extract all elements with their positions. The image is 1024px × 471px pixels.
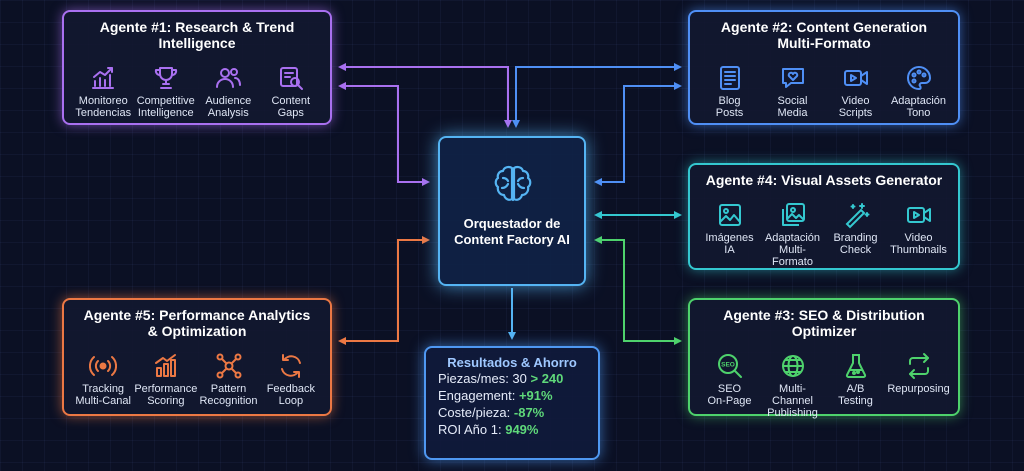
flask-icon: [845, 354, 866, 378]
agent4-item-label: Video Thumbnails: [890, 232, 947, 256]
palette-icon: [906, 65, 931, 91]
agent1-box: Agente #1: Research & Trend Intelligence…: [62, 10, 332, 125]
seo-magnifier-icon: SEO: [717, 354, 742, 378]
repeat-icon: [908, 353, 929, 379]
arrow-agent3-orchestrator: [594, 236, 682, 345]
agent4-item-thumbnails: Video Thumbnails: [887, 201, 950, 268]
broadcast-icon: [89, 356, 118, 376]
results-row: Coste/pieza: -87%: [426, 404, 598, 421]
agent4-box: Agente #4: Visual Assets Generator Imáge…: [688, 163, 960, 270]
agent2-item-label: Social Media: [777, 95, 808, 119]
agent2-item-label: Video Scripts: [838, 95, 873, 119]
users-icon: [216, 68, 242, 88]
svg-text:SEO: SEO: [721, 362, 735, 369]
trophy-icon: [154, 67, 177, 89]
agent2-item-blog: Blog Posts: [698, 64, 761, 119]
agent1-item-monitoreo: Monitoreo Tendencias: [72, 64, 135, 119]
results-row-value: +91%: [518, 388, 553, 403]
results-row: Engagement: +91%: [426, 387, 598, 404]
orchestrator-title: Orquestador de Content Factory AI: [454, 216, 570, 247]
agent3-title: Agente #3: SEO & Distribution Optimizer: [723, 307, 925, 339]
results-row-label: Engagement:: [438, 388, 516, 403]
agent5-item-pattern: Pattern Recognition: [197, 352, 259, 407]
arrow-agent1-orchestrator-top: [338, 63, 512, 128]
agent2-item-tono: Adaptación Tono: [887, 64, 950, 119]
agent1-item-gaps: Content Gaps: [260, 64, 323, 119]
agent5-item-feedback: Feedback Loop: [260, 352, 322, 407]
arrow-agent2-orchestrator-top: [512, 63, 682, 128]
arrow-agent2-orchestrator-side: [594, 82, 682, 186]
image-icon: [718, 204, 741, 226]
results-row-value: > 240: [530, 371, 564, 386]
globe-icon: [781, 355, 804, 377]
agent5-item-label: Pattern Recognition: [199, 383, 258, 407]
agent1-item-label: Content Gaps: [271, 95, 311, 119]
agent3-item-label: SEO On-Page: [707, 383, 752, 407]
arrow-agent1-orchestrator-side: [338, 82, 430, 186]
agent2-item-label: Blog Posts: [715, 95, 744, 119]
agent4-title: Agente #4: Visual Assets Generator: [705, 172, 943, 188]
agent3-item-label: Repurposing: [887, 383, 950, 395]
agent5-item-label: Tracking Multi-Canal: [75, 383, 131, 407]
video-camera-icon: [843, 70, 868, 86]
trend-chart-icon: [92, 67, 115, 89]
agent3-item-label: Multi-Channel Publishing: [767, 383, 818, 419]
agent2-item-social: Social Media: [761, 64, 824, 119]
results-row: ROI Año 1: 949%: [426, 421, 598, 438]
article-icon: [719, 66, 740, 90]
agent1-item-audience: Audience Analysis: [197, 64, 260, 119]
search-document-icon: [279, 67, 303, 90]
arrow-agent5-orchestrator: [338, 236, 430, 345]
agent4-item-label: Branding Check: [833, 232, 878, 256]
agent4-item-label: Adaptación Multi-Formato: [764, 232, 821, 268]
video-camera-icon: [906, 207, 931, 223]
results-row-label: ROI Año 1:: [438, 422, 502, 437]
agent1-title: Agente #1: Research & Trend Intelligence: [99, 19, 295, 51]
agent2-title: Agente #2: Content Generation Multi-Form…: [720, 19, 928, 51]
agent1-item-label: Audience Analysis: [205, 95, 252, 119]
results-row-label: Coste/pieza:: [438, 405, 511, 420]
images-stack-icon: [781, 203, 805, 226]
results-row-value: -87%: [513, 405, 545, 420]
heart-chat-icon: [781, 68, 804, 88]
agent5-item-label: Performance Scoring: [134, 383, 198, 407]
results-title: Resultados & Ahorro: [447, 355, 577, 370]
agent4-item-adaptacion: Adaptación Multi-Formato: [761, 201, 824, 268]
agent5-item-tracking: Tracking Multi-Canal: [72, 352, 134, 407]
agent4-item-branding: Branding Check: [824, 201, 887, 268]
agent3-item-publishing: Multi-Channel Publishing: [761, 352, 824, 419]
results-row: Piezas/mes: 30 > 240: [426, 370, 598, 387]
bar-chart-icon: [154, 354, 176, 377]
agent2-box: Agente #2: Content Generation Multi-Form…: [688, 10, 960, 125]
results-box: Resultados & Ahorro Piezas/mes: 30 > 240…: [424, 346, 600, 460]
results-row-value: 949%: [505, 422, 539, 437]
agent4-item-label: Imágenes IA: [705, 232, 754, 256]
agent1-item-label: Competitive Intelligence: [136, 95, 195, 119]
agent2-item-video: Video Scripts: [824, 64, 887, 119]
brain-icon: [494, 165, 532, 202]
agent1-item-competitive: Competitive Intelligence: [135, 64, 198, 119]
agent1-item-label: Monitoreo Tendencias: [75, 95, 132, 119]
orchestrator-box: Orquestador de Content Factory AI: [438, 136, 586, 286]
agent3-item-testing: A/B Testing: [824, 352, 887, 419]
agent5-item-scoring: Performance Scoring: [134, 352, 197, 407]
agent2-item-label: Adaptación Tono: [890, 95, 947, 119]
agent5-item-label: Feedback Loop: [266, 383, 315, 407]
agent4-item-imagenes: Imágenes IA: [698, 201, 761, 268]
network-icon: [216, 353, 241, 379]
agent3-item-label: A/B Testing: [838, 383, 873, 407]
agent3-item-repurposing: Repurposing: [887, 352, 950, 419]
refresh-icon: [280, 354, 301, 378]
agent5-box: Agente #5: Performance Analytics & Optim…: [62, 298, 332, 416]
agent3-item-seo: SEO SEO On-Page: [698, 352, 761, 419]
agent5-title: Agente #5: Performance Analytics & Optim…: [83, 307, 311, 339]
results-row-label: Piezas/mes: 30: [438, 371, 527, 386]
agent3-box: Agente #3: SEO & Distribution Optimizer …: [688, 298, 960, 419]
magic-wand-icon: [845, 203, 869, 229]
